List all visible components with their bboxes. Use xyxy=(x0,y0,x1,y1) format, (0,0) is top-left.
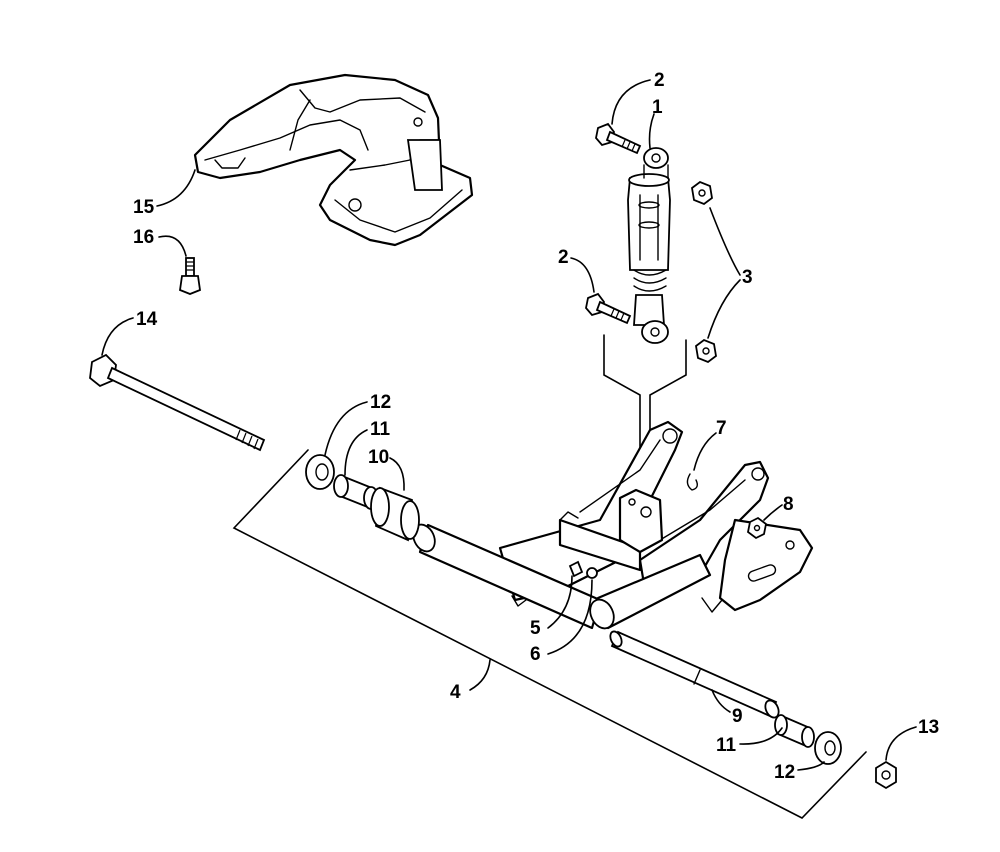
callout-2a: 2 xyxy=(654,70,665,91)
leader-8 xyxy=(763,504,783,521)
leader-12a xyxy=(324,401,368,456)
leader-16 xyxy=(158,235,187,257)
leader-11a xyxy=(344,429,368,476)
part-3-nut-lower xyxy=(695,338,717,364)
part-3-nut-upper xyxy=(691,180,713,206)
part-2-bolt-lower xyxy=(585,292,632,325)
callout-12b: 12 xyxy=(774,762,795,783)
leader-3 xyxy=(707,207,741,339)
callout-10: 10 xyxy=(368,447,389,468)
leader-4 xyxy=(469,659,491,691)
part-14-long-bolt xyxy=(89,353,266,452)
leader-11b xyxy=(739,727,783,745)
callout-12a: 12 xyxy=(370,392,391,413)
callout-16: 16 xyxy=(133,227,154,248)
leader-7 xyxy=(693,432,717,471)
part-9-shaft xyxy=(609,630,780,719)
callout-4: 4 xyxy=(450,682,461,703)
leader-10 xyxy=(389,457,405,491)
callout-5: 5 xyxy=(530,618,541,639)
leader-5 xyxy=(547,575,573,629)
leader-12b xyxy=(797,761,825,771)
leader-6 xyxy=(547,579,593,655)
callout-11a: 11 xyxy=(370,419,391,440)
part-4-swing-arm xyxy=(412,420,814,630)
assembly-bracket-4 xyxy=(232,449,867,819)
callout-6: 6 xyxy=(530,644,541,665)
callout-9: 9 xyxy=(732,706,743,727)
callout-14: 14 xyxy=(136,309,158,330)
callout-7: 7 xyxy=(716,418,727,439)
callout-15: 15 xyxy=(133,197,155,218)
part-7-clip xyxy=(686,473,699,491)
part-12-washer-left xyxy=(305,454,335,490)
part-1-shock-absorber xyxy=(627,147,671,344)
part-16-bolt xyxy=(179,257,201,295)
leader-1 xyxy=(648,113,655,149)
callout-13-label: 13 xyxy=(918,717,939,738)
leader-9 xyxy=(711,689,731,713)
part-12-washer-right xyxy=(814,731,842,765)
callout-8: 8 xyxy=(783,494,794,515)
leader-2b xyxy=(570,257,595,293)
callout-1: 1 xyxy=(652,97,663,118)
callout-2b: 2 xyxy=(558,247,569,268)
callout-11b: 11 xyxy=(716,735,737,756)
part-2-bolt-upper xyxy=(595,122,642,155)
callout-3: 3 xyxy=(742,267,753,288)
part-8-bolt xyxy=(747,516,767,540)
leader-15 xyxy=(156,169,196,207)
part-15-mount-bracket xyxy=(193,73,474,247)
leader-2a xyxy=(611,79,651,125)
part-10-sleeve xyxy=(370,486,420,542)
part-11-bushing-right xyxy=(774,714,815,748)
leader-14 xyxy=(101,317,134,356)
leader-13 xyxy=(885,726,917,761)
part-13-nut xyxy=(875,760,897,790)
